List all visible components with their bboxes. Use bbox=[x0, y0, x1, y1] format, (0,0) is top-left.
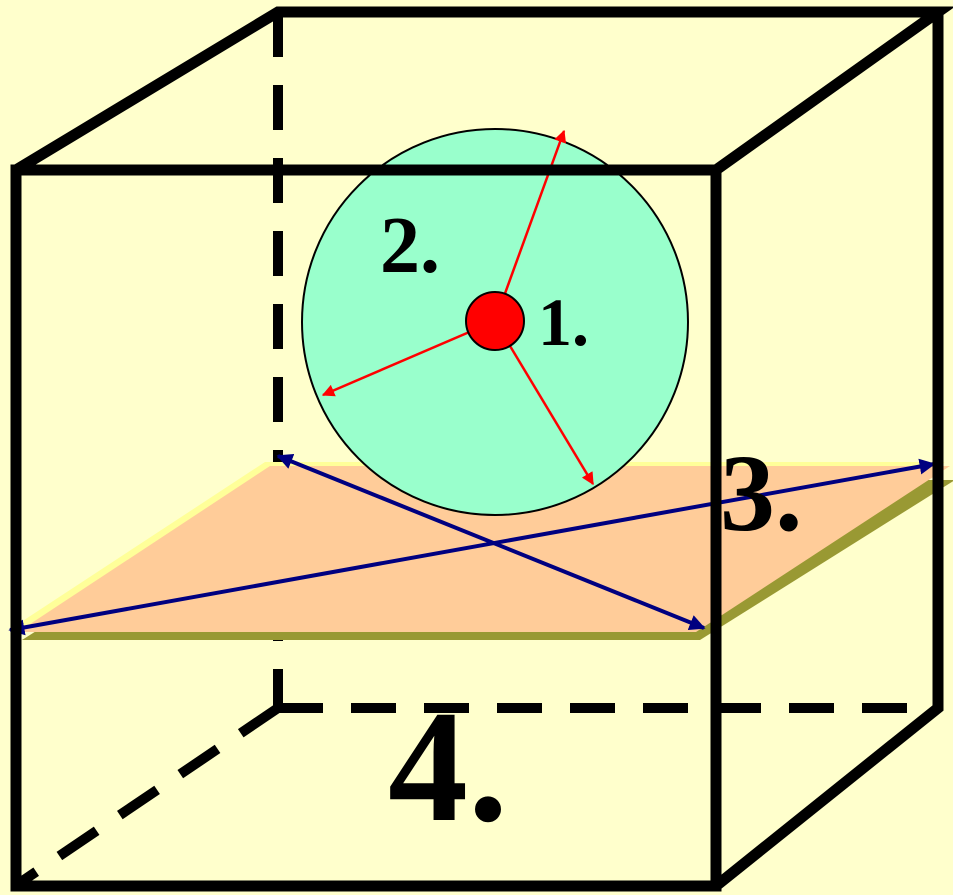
label-plane: 3. bbox=[720, 432, 803, 554]
cube-right-edges bbox=[712, 12, 944, 891]
plane-arrow-short bbox=[276, 453, 706, 631]
cube-top-face bbox=[13, 6, 953, 175]
center-point bbox=[465, 291, 525, 351]
plane-arrows bbox=[8, 453, 936, 636]
label-cube: 4. bbox=[388, 677, 508, 855]
cube-edges bbox=[10, 6, 953, 892]
label-sphere: 2. bbox=[380, 202, 440, 290]
label-point: 1. bbox=[538, 284, 589, 360]
cube-hidden-edges bbox=[15, 12, 938, 889]
radius-arrow-left bbox=[321, 319, 496, 397]
cube-front-face bbox=[10, 164, 722, 892]
radius-arrow-up bbox=[493, 129, 567, 322]
